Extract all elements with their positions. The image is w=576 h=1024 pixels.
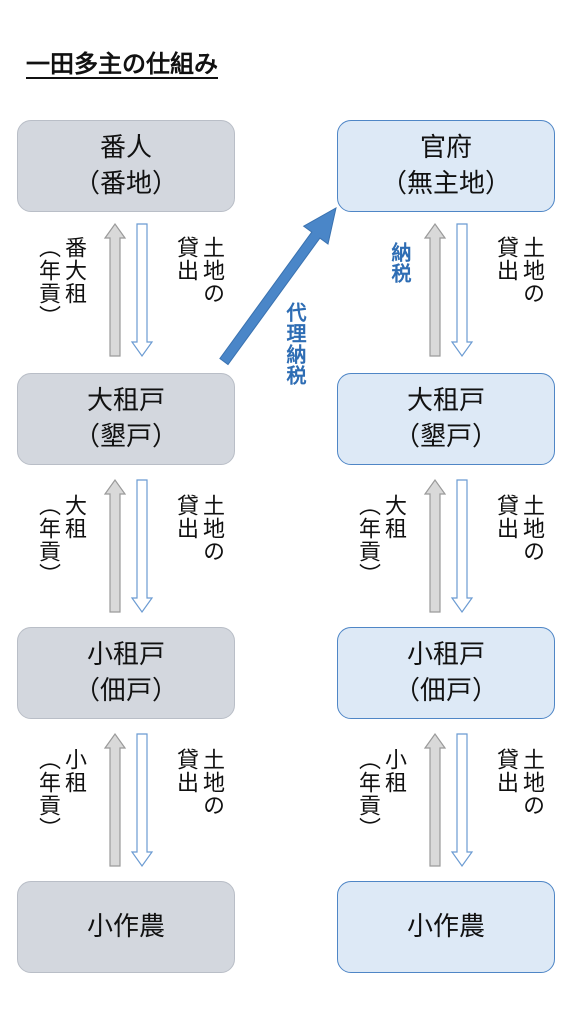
box-line2: （無主地） xyxy=(380,169,511,199)
up-label-right-2: 大租 （年貢） xyxy=(354,494,406,586)
down-label-col2: 貸出 xyxy=(493,748,518,794)
up-label-right-3: 小租 （年貢） xyxy=(354,748,406,840)
down-label-col2: 貸出 xyxy=(493,494,518,540)
up-label-col1: 小租 xyxy=(61,748,86,794)
up-label-col1: 納税 xyxy=(388,242,412,284)
down-arrow-right-1 xyxy=(450,223,474,358)
down-label-left-2: 土地の 貸出 xyxy=(172,494,224,563)
box-line2: （佃戸） xyxy=(393,676,498,706)
box-line2: （佃戸） xyxy=(73,676,178,706)
down-label-col2: 貸出 xyxy=(173,748,198,794)
down-label-col2: 貸出 xyxy=(173,494,198,540)
proxy-tax-label: 代理納税 xyxy=(282,302,308,386)
down-arrow-left-1 xyxy=(130,223,154,358)
box-line1: 小租戸 xyxy=(406,640,485,670)
up-label-col2: （年貢） xyxy=(35,748,60,840)
box-line1: 小作農 xyxy=(86,912,165,942)
box-line1: 大租戸 xyxy=(86,386,165,416)
down-label-col1: 土地の xyxy=(199,748,224,817)
up-label-col1: 小租 xyxy=(381,748,406,794)
box-banjin: 番人 （番地） xyxy=(17,120,235,212)
down-label-col1: 土地の xyxy=(519,748,544,817)
up-arrow-right-2 xyxy=(423,478,447,613)
box-left-dazuhu: 大租戸 （墾戸） xyxy=(17,373,235,465)
up-label-col1: 大租 xyxy=(381,494,406,540)
box-line2: （墾戸） xyxy=(393,422,498,452)
up-label-left-2: 大租 （年貢） xyxy=(34,494,86,586)
proxy-tax-arrow xyxy=(219,207,337,366)
box-line2: （番地） xyxy=(73,169,178,199)
up-label-col2: （年貢） xyxy=(35,494,60,586)
down-label-right-3: 土地の 貸出 xyxy=(492,748,544,817)
up-arrow-right-3 xyxy=(423,732,447,867)
up-label-left-3: 小租 （年貢） xyxy=(34,748,86,840)
box-line2: （墾戸） xyxy=(73,422,178,452)
up-arrow-left-1 xyxy=(103,222,127,357)
down-label-col1: 土地の xyxy=(199,236,224,305)
box-right-tenant: 小作農 xyxy=(337,881,555,973)
box-right-xiaozuhu: 小租戸 （佃戸） xyxy=(337,627,555,719)
box-right-dazuhu: 大租戸 （墾戸） xyxy=(337,373,555,465)
down-arrow-right-3 xyxy=(450,733,474,868)
down-label-col2: 貸出 xyxy=(493,236,518,282)
up-arrow-left-2 xyxy=(103,478,127,613)
box-line1: 小作農 xyxy=(406,912,485,942)
down-arrow-left-2 xyxy=(130,479,154,614)
down-arrow-right-2 xyxy=(450,479,474,614)
up-arrow-right-1 xyxy=(423,222,447,357)
up-arrow-left-3 xyxy=(103,732,127,867)
down-arrow-left-3 xyxy=(130,733,154,868)
box-line1: 番人 xyxy=(99,133,152,163)
up-label-col2: （年貢） xyxy=(35,236,60,328)
down-label-left-3: 土地の 貸出 xyxy=(172,748,224,817)
proxy-tax-text: 代理納税 xyxy=(283,302,307,386)
down-label-left-1: 土地の 貸出 xyxy=(172,236,224,305)
box-line1: 小租戸 xyxy=(86,640,165,670)
down-label-col2: 貸出 xyxy=(173,236,198,282)
down-label-col1: 土地の xyxy=(199,494,224,563)
up-label-col1: 大租 xyxy=(61,494,86,540)
down-label-right-2: 土地の 貸出 xyxy=(492,494,544,563)
box-left-xiaozuhu: 小租戸 （佃戸） xyxy=(17,627,235,719)
box-line1: 官府 xyxy=(419,133,472,163)
up-label-right-1: 納税 xyxy=(387,242,413,284)
down-label-right-1: 土地の 貸出 xyxy=(492,236,544,305)
up-label-col2: （年貢） xyxy=(355,494,380,586)
down-label-col1: 土地の xyxy=(519,494,544,563)
up-label-col1: 番大租 xyxy=(61,236,86,305)
box-government: 官府 （無主地） xyxy=(337,120,555,212)
box-line1: 大租戸 xyxy=(406,386,485,416)
page-title: 一田多主の仕組み xyxy=(26,50,218,78)
box-left-tenant: 小作農 xyxy=(17,881,235,973)
up-label-col2: （年貢） xyxy=(355,748,380,840)
down-label-col1: 土地の xyxy=(519,236,544,305)
up-label-left-1: 番大租 （年貢） xyxy=(34,236,86,328)
